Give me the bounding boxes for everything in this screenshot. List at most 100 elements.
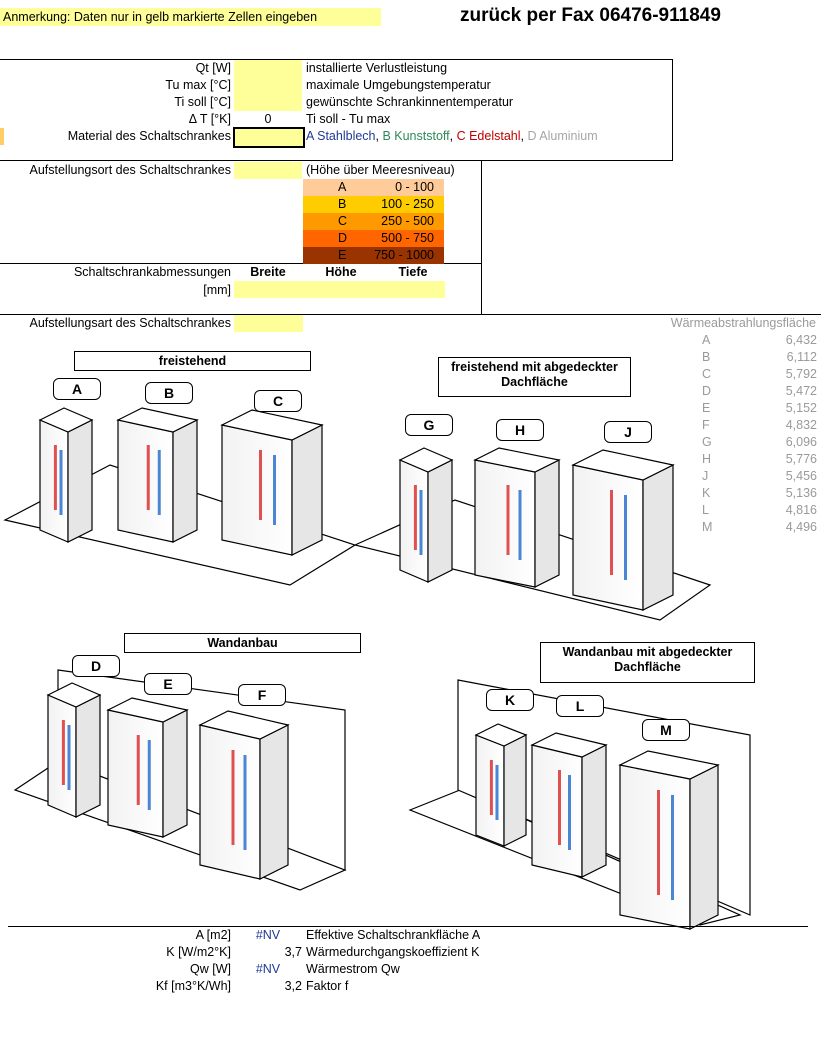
tu-input[interactable] <box>234 77 302 94</box>
dt-label: Δ T [°K] <box>188 112 231 126</box>
placement-input[interactable] <box>234 315 303 332</box>
cabinet-m-top <box>618 750 720 780</box>
cabinet-l-front <box>531 744 583 878</box>
ti-label: Ti soll [°C] <box>174 95 231 109</box>
waerme-key: E <box>702 401 711 415</box>
callout-d[interactable]: D <box>72 655 120 677</box>
cabinet-a-side <box>67 419 93 543</box>
result-desc: Faktor f <box>306 979 349 993</box>
callout-m[interactable]: M <box>642 719 690 741</box>
waerme-key: H <box>702 452 712 466</box>
material-input[interactable] <box>233 127 305 148</box>
cabinet-h-side <box>534 459 560 588</box>
cabinet-k-top <box>474 723 528 747</box>
result-value: #NV <box>255 928 281 942</box>
waerme-key: G <box>702 435 712 449</box>
dim-tiefe-header: Tiefe <box>398 265 428 279</box>
tu-desc: maximale Umgebungstemperatur <box>306 78 491 92</box>
cabinet-f-side <box>259 724 289 880</box>
waerme-row-e: E 5,152 <box>662 401 817 418</box>
cabinet-j-front <box>572 464 644 611</box>
material-option-d: D Aluminium <box>527 129 598 143</box>
waerme-row-c: C 5,792 <box>662 367 817 384</box>
result-desc: Effektive Schaltschrankfläche A <box>306 928 481 942</box>
waerme-value: 4,496 <box>785 520 817 534</box>
placement-label: Aufstellungsart des Schaltschrankes <box>29 316 232 330</box>
result-desc: Wärmestrom Qw <box>306 962 400 976</box>
cabinet-f-top <box>198 710 290 740</box>
altitude-code: A <box>338 180 347 194</box>
cabinet-d-side <box>75 694 101 818</box>
result-label: A [m2] <box>195 928 231 942</box>
callout-f[interactable]: F <box>238 684 286 706</box>
cabinet-c-front <box>221 424 293 556</box>
cabinet-j-side <box>642 464 674 611</box>
cabinet-c-top <box>220 409 324 441</box>
cabinet-e-top <box>106 697 189 723</box>
waerme-key: C <box>702 367 712 381</box>
result-label: Kf [m3°K/Wh] <box>155 979 231 993</box>
waerme-row-g: G 6,096 <box>662 435 817 452</box>
waerme-key: K <box>702 486 711 500</box>
dim-breite-header: Breite <box>250 265 286 279</box>
cabinet-b-side <box>172 419 198 543</box>
material-label: Material des Schaltschrankes <box>67 129 231 143</box>
cabinet-l-side <box>581 744 607 878</box>
cabinet-j-top <box>571 449 675 481</box>
qt-label: Qt [W] <box>195 61 231 75</box>
waerme-key: D <box>702 384 712 398</box>
callout-l[interactable]: L <box>556 695 604 717</box>
material-option-b: B Kunststoff <box>382 129 450 143</box>
altitude-code: D <box>338 231 348 245</box>
callout-g[interactable]: G <box>405 414 453 436</box>
altitude-range: 750 - 1000 <box>374 248 434 262</box>
callout-j[interactable]: J <box>604 421 652 443</box>
waerme-value: 4,832 <box>785 418 817 432</box>
altitude-code: B <box>338 197 347 211</box>
waerme-value: 5,136 <box>785 486 817 500</box>
dt-desc: Ti soll - Tu max <box>306 112 391 126</box>
material-option-a: A Stahlblech <box>306 129 376 143</box>
callout-a[interactable]: A <box>53 378 101 400</box>
altitude-code: C <box>338 214 348 228</box>
group-title-freistehend-dach: freistehend mit abgedeckter Dachfläche <box>438 357 631 397</box>
cabinet-b-front <box>117 419 174 543</box>
callout-c[interactable]: C <box>254 390 302 412</box>
location-input[interactable] <box>234 162 302 179</box>
cabinet-h-front <box>474 459 536 588</box>
dim-breite-input[interactable] <box>234 281 445 298</box>
callout-b[interactable]: B <box>145 382 193 404</box>
result-value: 3,7 <box>284 945 302 959</box>
qt-input[interactable] <box>234 60 302 77</box>
waerme-key: B <box>702 350 711 364</box>
material-option-c: C Edelstahl <box>456 129 521 143</box>
result-value: #NV <box>255 962 281 976</box>
result-label: Qw [W] <box>190 962 231 976</box>
callout-k[interactable]: K <box>486 689 534 711</box>
location-header: (Höhe über Meeresniveau) <box>306 163 455 177</box>
result-label: K [W/m2°K] <box>166 945 231 959</box>
waerme-value: 6,096 <box>785 435 817 449</box>
waerme-key: A <box>702 333 711 347</box>
callout-e[interactable]: E <box>144 673 192 695</box>
altitude-range: 250 - 500 <box>381 214 434 228</box>
waerme-value: 5,152 <box>785 401 817 415</box>
dimensions-unit: [mm] <box>203 283 231 297</box>
callout-h[interactable]: H <box>496 419 544 441</box>
cabinet-k-side <box>503 734 527 847</box>
cabinet-a-top <box>38 407 94 433</box>
ti-input[interactable] <box>234 94 302 111</box>
group-title-freistehend: freistehend <box>74 351 311 371</box>
qt-desc: installierte Verlustleistung <box>306 61 448 75</box>
fax-text: zurück per Fax 06476-911849 <box>460 5 721 26</box>
waerme-value: 5,792 <box>785 367 817 381</box>
group-title-wandanbau: Wandanbau <box>124 633 361 653</box>
dt-value: 0 <box>264 112 272 126</box>
